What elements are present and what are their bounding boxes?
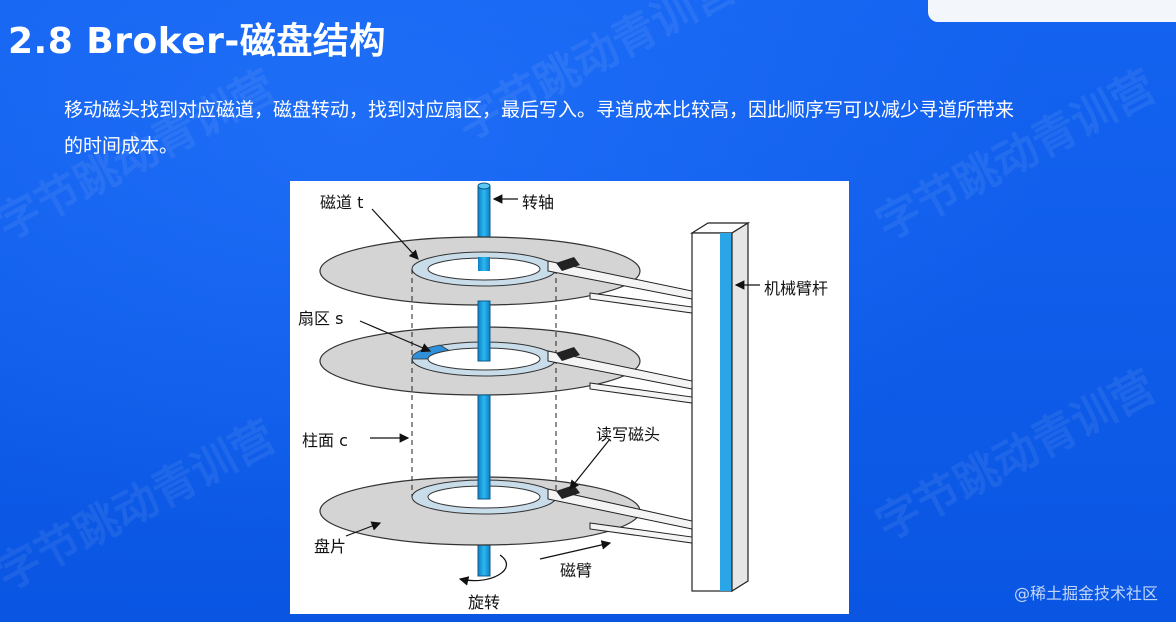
label-disk-arm: 磁臂 [560, 561, 593, 580]
label-rotation: 旋转 [468, 593, 501, 612]
disk-structure-diagram: 磁道 t 转轴 机械臂杆 扇区 s 柱面 c 读写磁头 盘片 磁臂 旋转 [290, 181, 849, 614]
label-spindle: 转轴 [522, 193, 555, 212]
label-cylinder: 柱面 c [302, 431, 348, 450]
label-platter: 盘片 [314, 537, 347, 556]
platter-middle [319, 300, 641, 396]
label-arm-assembly: 机械臂杆 [764, 279, 829, 298]
platter-bottom [319, 394, 641, 546]
disk-arms [547, 260, 693, 544]
label-track: 磁道 t [320, 193, 364, 212]
platter-top [319, 236, 641, 306]
disk-diagram-svg [319, 182, 760, 593]
callout-arrows [345, 194, 760, 586]
arm-tower [689, 221, 751, 593]
cylinder-outline [411, 269, 557, 497]
slide-description: 移动磁头找到对应磁道，磁盘转动，找到对应扇区，最后写入。寻道成本比较高，因此顺序… [64, 99, 1015, 157]
label-sector: 扇区 s [298, 309, 344, 328]
header-logo-chip [928, 0, 1176, 22]
label-read-write-head: 读写磁头 [596, 425, 661, 444]
source-credit: @稀土掘金技术社区 [1013, 584, 1158, 603]
slide-title: 2.8 Broker-磁盘结构 [8, 21, 386, 62]
